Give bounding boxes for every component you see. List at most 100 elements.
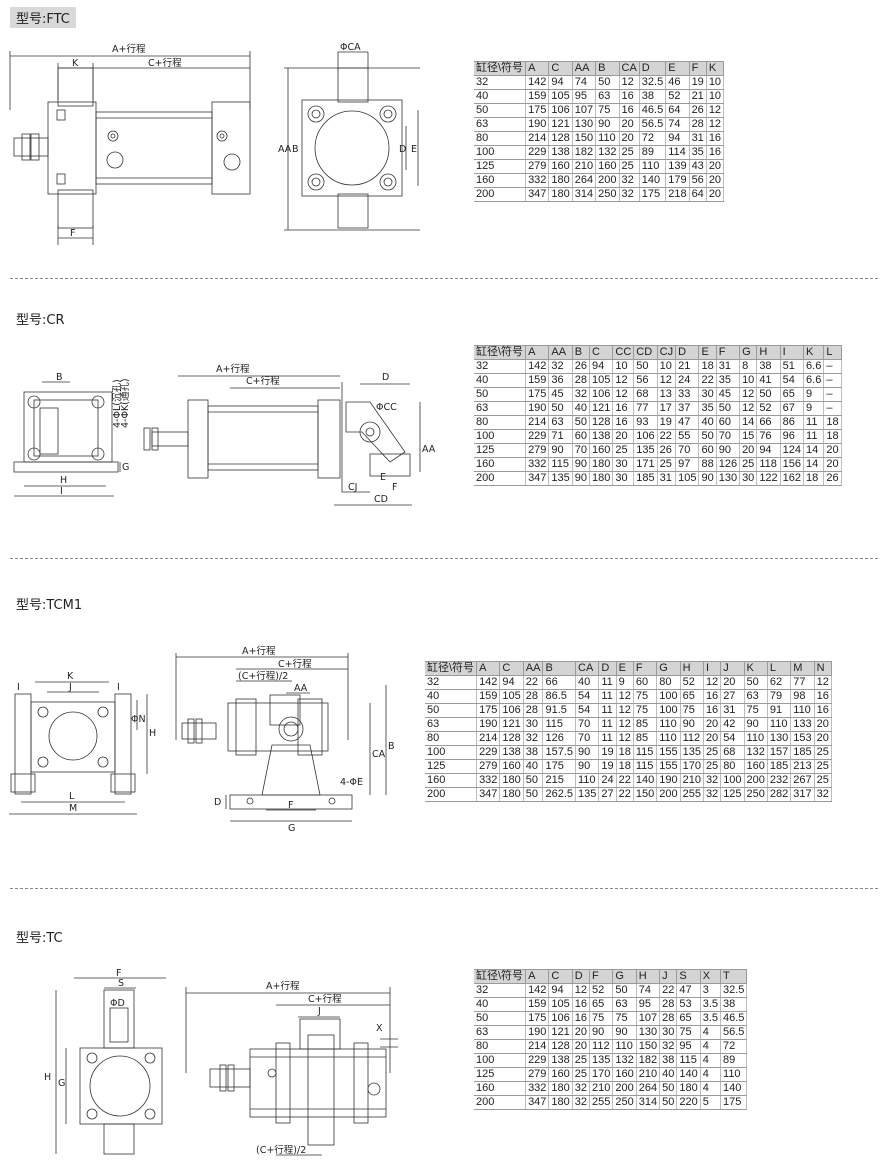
table-cell: 3.5 xyxy=(700,997,722,1012)
table-cell: 229 xyxy=(525,429,550,444)
table-cell: 175 xyxy=(525,387,550,402)
table-cell: 75 xyxy=(595,103,620,118)
table-cell: 63 xyxy=(744,689,768,704)
table-cell: 74 xyxy=(572,75,597,90)
table-cell: 100 xyxy=(656,689,681,704)
table-cell: 31 xyxy=(720,703,745,718)
table-cell: 135 xyxy=(633,443,658,458)
table-cell: 60 xyxy=(716,415,741,430)
table-cell: 50 xyxy=(659,1081,678,1096)
table-cell: 75 xyxy=(676,1025,701,1040)
table-cell: 200 xyxy=(744,773,768,788)
table-cell: 38 xyxy=(639,89,667,104)
table-header-cell: J xyxy=(720,661,745,676)
table-cell: 95 xyxy=(572,89,597,104)
dim-e: E xyxy=(411,144,417,155)
table-cell: 32 xyxy=(619,187,640,202)
table-cell: 16 xyxy=(619,89,640,104)
table-cell: 160 xyxy=(744,759,768,774)
table-cell: 40 xyxy=(659,1067,678,1082)
table-cell: 43 xyxy=(689,159,707,174)
table-cell: 100 xyxy=(474,145,527,160)
table-cell: 5 xyxy=(700,1095,722,1110)
dim-a-stroke: A+行程 xyxy=(242,645,276,657)
table-cell: 20 xyxy=(572,1025,591,1040)
table-cell: 175 xyxy=(476,703,501,718)
table-cell: 40 xyxy=(698,415,717,430)
table-cell: 18 xyxy=(803,471,825,486)
table-cell: 11 xyxy=(598,717,617,732)
table-header-cell: C xyxy=(548,61,573,76)
table-header-cell: K xyxy=(706,61,725,76)
table-header-cell: L xyxy=(767,661,792,676)
section-title: 型号:TC xyxy=(16,931,63,946)
table-cell: 33 xyxy=(675,387,700,402)
table-cell: 47 xyxy=(676,983,701,998)
table-cell: 11 xyxy=(803,429,825,444)
table-cell: 32 xyxy=(572,387,591,402)
table-cell: 19 xyxy=(598,745,617,760)
table-header-cell: L xyxy=(823,345,842,360)
table-cell: 133 xyxy=(790,717,815,732)
table-cell: 46.5 xyxy=(639,103,667,118)
table-cell: 11 xyxy=(598,689,617,704)
table-cell: 180 xyxy=(676,1081,701,1096)
table-cell: 35 xyxy=(689,145,707,160)
table-cell: 180 xyxy=(548,1095,573,1110)
table-cell: 64 xyxy=(689,187,707,202)
table-cell: 159 xyxy=(525,997,550,1012)
table-cell: 35 xyxy=(716,373,741,388)
table-cell: 130 xyxy=(572,117,597,132)
separator-3 xyxy=(10,888,878,889)
table-cell: – xyxy=(823,373,842,388)
table-cell: 65 xyxy=(680,689,704,704)
table-cell: 32 xyxy=(425,675,478,690)
dim-h: H xyxy=(149,728,156,739)
table-cell: 90 xyxy=(612,1025,637,1040)
table-cell: 26 xyxy=(572,359,591,374)
table-cell: 126 xyxy=(542,731,576,746)
table-header-cell: H xyxy=(756,345,781,360)
table-cell: 12 xyxy=(619,75,640,90)
table-cell: 22 xyxy=(659,983,678,998)
table-cell: 63 xyxy=(595,89,620,104)
table-cell: 14 xyxy=(803,457,825,472)
table-cell: 96 xyxy=(780,429,805,444)
tcm1-end-view-drawing: K J I I ΦN H L M xyxy=(9,671,156,815)
table-cell: 132 xyxy=(744,745,768,760)
table-cell: 38 xyxy=(756,359,781,374)
table-cell: 28 xyxy=(572,373,591,388)
table-cell: 125 xyxy=(425,759,478,774)
table-cell: 25 xyxy=(572,1067,591,1082)
table-cell: 18 xyxy=(616,745,634,760)
dim-half-c-stroke: (C+行程)/2 xyxy=(256,1144,306,1156)
table-cell: 72 xyxy=(639,131,667,146)
dim-g: G xyxy=(122,462,129,473)
table-cell: 12 xyxy=(572,983,591,998)
table-cell: 94 xyxy=(589,359,614,374)
table-cell: 180 xyxy=(548,1081,573,1096)
table-cell: 18 xyxy=(823,429,842,444)
table-cell: 229 xyxy=(525,145,550,160)
table-cell: 175 xyxy=(639,187,667,202)
table-cell: 56.5 xyxy=(639,117,667,132)
dim-a-stroke: A+行程 xyxy=(266,980,300,992)
table-cell: 75 xyxy=(612,1011,637,1026)
table-cell: 105 xyxy=(675,471,700,486)
table-cell: 77 xyxy=(790,675,815,690)
dim-aa: AA xyxy=(294,683,308,694)
dim-c-stroke: C+行程 xyxy=(278,658,312,670)
table-cell: 190 xyxy=(525,401,550,416)
table-cell: 4 xyxy=(700,1039,722,1054)
table-cell: 80 xyxy=(720,759,745,774)
table-cell: 105 xyxy=(548,89,573,104)
